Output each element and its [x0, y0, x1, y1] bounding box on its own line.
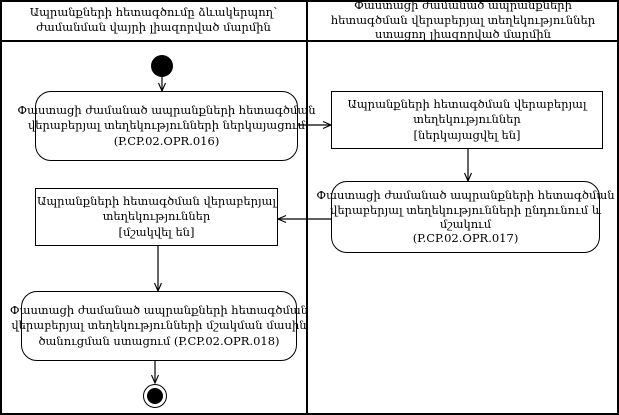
- swimlane-title-left: Ապրանքների հետագծումը ձևակերպող՝ ժամանմա…: [29, 5, 278, 34]
- action-text-line: (P.CP.02.OPR.016): [113, 133, 220, 148]
- final-node-core: [147, 388, 163, 404]
- object-text-line: Ապրանքների հետագծման վերաբերյալ: [347, 97, 587, 112]
- action-text-line: Փաստացի ժամանած ապրանքների հետագծման: [316, 188, 615, 203]
- action-receive-process: Փաստացի ժամանած ապրանքների հետագծման վեր…: [316, 181, 615, 253]
- swimlane-divider: [306, 0, 308, 415]
- action-receive-notice: Փաստացի ժամանած ապրանքների հետագծման վեր…: [10, 291, 308, 361]
- final-node: [143, 384, 167, 408]
- action-text-line: ծանուցման ստացում (P.CP.02.OPR.018): [38, 333, 280, 348]
- action-text-line: վերաբերյալ տեղեկությունների ընդունում և: [330, 202, 601, 217]
- object-text-line: Ապրանքների հետագծման վերաբերյալ: [37, 194, 276, 209]
- object-state-label: [ներկայացվել են]: [413, 127, 521, 142]
- object-text-line: տեղեկություններ: [413, 112, 521, 127]
- swimlane-header-row: Ապրանքների հետագծումը ձևակերպող՝ ժամանմա…: [0, 0, 619, 42]
- swimlane-header-right: Փաստացի ժամանած ապրանքների հետագծման վեր…: [307, 0, 619, 42]
- action-text-line: մշակում: [439, 217, 492, 231]
- object-state-label: [մշակվել են]: [118, 224, 195, 239]
- action-submit-info: Փաստացի ժամանած ապրանքների հետագծման վեր…: [17, 91, 316, 161]
- action-text-line: (P.CP.02.OPR.017): [412, 231, 519, 246]
- object-text-line: տեղեկություններ: [102, 209, 211, 224]
- initial-node: [151, 55, 173, 77]
- action-text-line: Փաստացի ժամանած ապրանքների հետագծման: [17, 103, 316, 118]
- object-info-submitted: Ապրանքների հետագծման վերաբերյալ տեղեկութ…: [331, 91, 603, 149]
- action-text-line: վերաբերյալ տեղեկությունների ներկայացում: [27, 118, 306, 133]
- swimlane-title-right: Փաստացի ժամանած ապրանքների հետագծման վեր…: [330, 0, 596, 42]
- object-info-processed: Ապրանքների հետագծման վերաբերյալ տեղեկութ…: [35, 188, 278, 246]
- action-text-line: վերաբերյալ տեղեկությունների մշակման մասի…: [11, 318, 307, 333]
- action-text-line: Փաստացի ժամանած ապրանքների հետագծման: [9, 303, 309, 318]
- swimlane-header-left: Ապրանքների հետագծումը ձևակերպող՝ ժամանմա…: [0, 0, 307, 40]
